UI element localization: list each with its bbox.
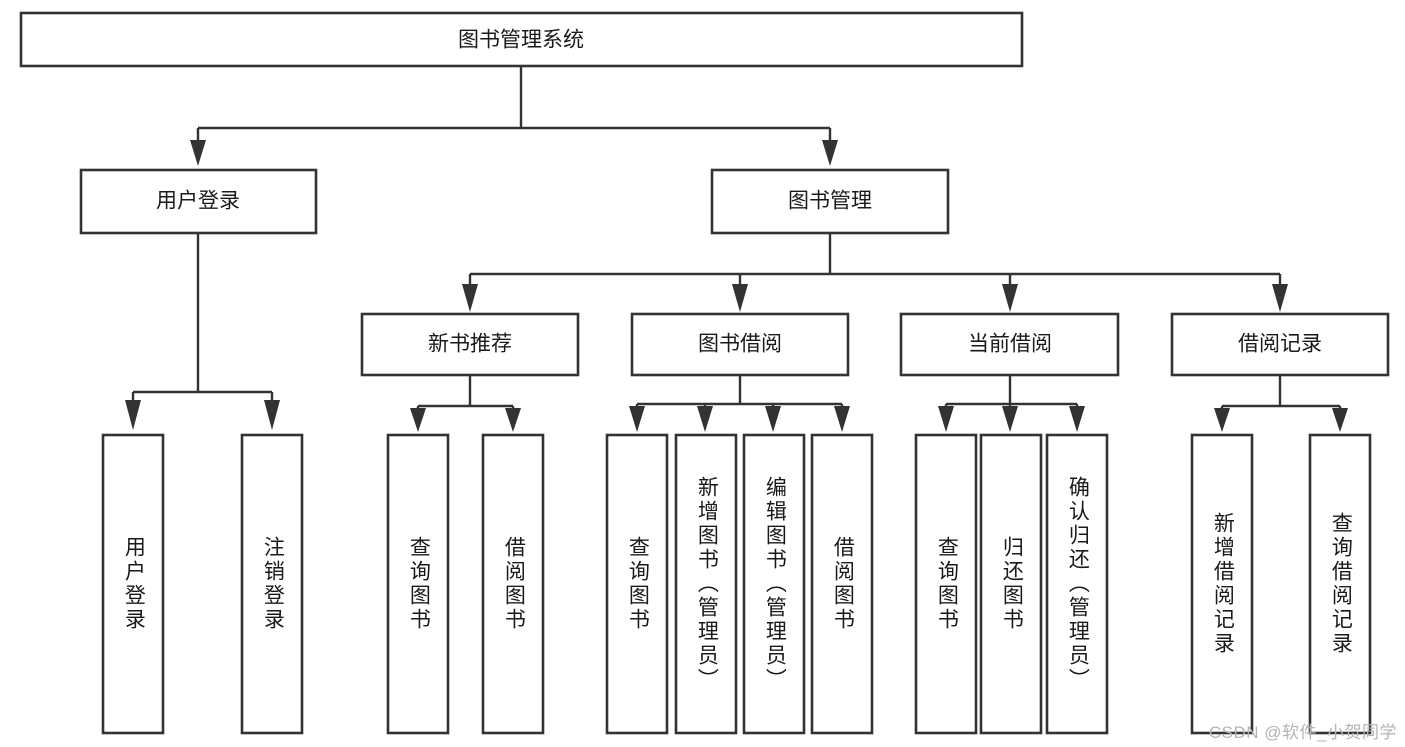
connector-group-user-login-to-leaves: [125, 233, 280, 430]
node-user-login[interactable]: 用户登录: [79, 168, 318, 235]
node-borrow-record-label: 借阅记录: [1238, 333, 1322, 356]
arrow-head-leaf-confirm-return: [1069, 406, 1085, 432]
arrow-head-book-borrow: [732, 284, 748, 312]
arrow-head-current-borrow: [1002, 284, 1018, 312]
leaf-add-record-box[interactable]: [1190, 433, 1254, 735]
node-book-management-box[interactable]: [710, 168, 950, 235]
node-user-login-label: 用户登录: [156, 190, 240, 213]
arrow-head-book-management: [822, 140, 838, 166]
connector-group-root-to-level2: [190, 66, 838, 166]
arrow-head-leaf-edit-book: [765, 406, 781, 432]
node-current-borrow-label: 当前借阅: [968, 333, 1052, 356]
node-book-borrow-label: 图书借阅: [698, 333, 782, 356]
leaf-borrow-book-1-box[interactable]: [481, 433, 545, 735]
node-borrow-record-box[interactable]: [1170, 312, 1390, 377]
leaf-query-record-box[interactable]: [1308, 433, 1372, 735]
node-new-book-recommend-box[interactable]: [360, 312, 580, 377]
node-book-management-label: 图书管理: [788, 190, 872, 213]
leaf-logout-login-box[interactable]: [240, 433, 304, 735]
node-root-label: 图书管理系统: [458, 29, 584, 52]
leaf-query-book-1-box[interactable]: [386, 433, 450, 735]
node-current-borrow[interactable]: 当前借阅: [899, 312, 1120, 377]
node-book-borrow[interactable]: 图书借阅: [630, 312, 850, 377]
arrow-head-leaf-query-record: [1332, 408, 1348, 432]
node-user-login-box[interactable]: [79, 168, 318, 235]
node-borrow-record[interactable]: 借阅记录: [1170, 312, 1390, 377]
leaf-user-login-box[interactable]: [101, 433, 165, 735]
node-root-box[interactable]: [19, 11, 1024, 68]
arrow-head-leaf-borrow-book-2: [834, 406, 850, 432]
arrow-head-leaf-borrow-book-1: [505, 408, 521, 432]
leaf-box-group: [101, 433, 1372, 735]
node-root[interactable]: 图书管理系统: [19, 11, 1024, 68]
connector-group-book-borrow-to-leaves: [629, 375, 850, 432]
leaf-confirm-return-box[interactable]: [1045, 433, 1109, 735]
arrow-head-user-login: [190, 140, 206, 166]
leaf-edit-book-box[interactable]: [742, 433, 806, 735]
leaf-add-book-box[interactable]: [674, 433, 738, 735]
connector-group-borrow-record-to-leaves: [1214, 375, 1348, 432]
leaf-return-book-box[interactable]: [979, 433, 1043, 735]
connector-group-book-management-to-level3: [462, 233, 1288, 312]
watermark-text: CSDN @软件_小贺同学: [1208, 723, 1397, 742]
arrow-head-leaf-logout-login: [264, 400, 280, 430]
leaf-borrow-book-2-box[interactable]: [810, 433, 874, 735]
node-book-management[interactable]: 图书管理: [710, 168, 950, 235]
connector-group-new-book-recommend-to-leaves: [410, 375, 521, 432]
arrow-head-new-book-recommend: [462, 284, 478, 312]
node-new-book-recommend[interactable]: 新书推荐: [360, 312, 580, 377]
connector-group-current-borrow-to-leaves: [938, 375, 1085, 432]
node-new-book-recommend-label: 新书推荐: [428, 333, 512, 356]
arrow-head-leaf-add-record: [1214, 408, 1230, 432]
arrow-head-leaf-query-book-3: [938, 406, 954, 432]
leaf-query-book-3-box[interactable]: [914, 433, 978, 735]
arrow-head-leaf-return-book: [1002, 406, 1018, 432]
arrow-head-leaf-query-book-1: [410, 408, 426, 432]
node-current-borrow-box[interactable]: [899, 312, 1120, 377]
arrow-head-borrow-record: [1272, 284, 1288, 312]
arrow-head-leaf-query-book-2: [629, 406, 645, 432]
arrow-head-leaf-user-login: [125, 400, 141, 430]
node-book-borrow-box[interactable]: [630, 312, 850, 377]
arrow-head-leaf-add-book: [697, 406, 713, 432]
leaf-query-book-2-box[interactable]: [605, 433, 669, 735]
